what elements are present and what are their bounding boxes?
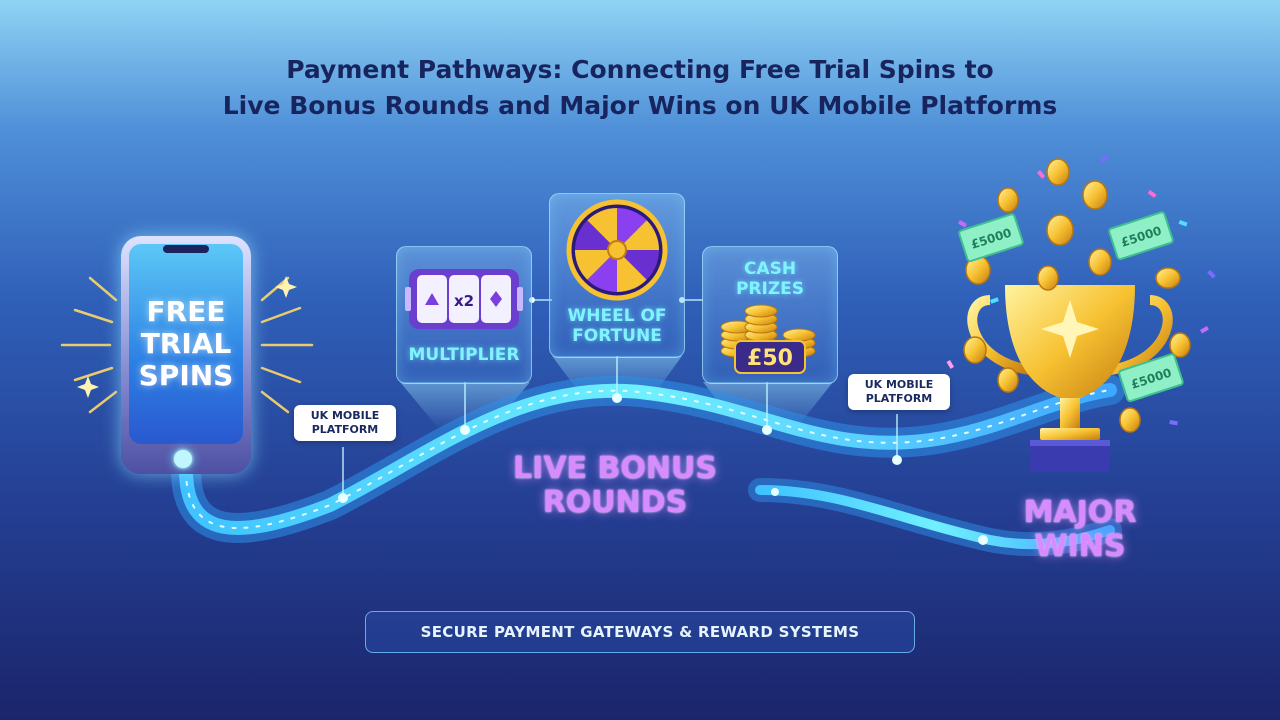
connector-lines <box>342 299 898 498</box>
sparkle-star-icon <box>77 376 99 398</box>
major-wins-line-1: MAJOR <box>1023 495 1137 530</box>
banknote-icon: £5000 <box>958 213 1024 263</box>
phone-light-rays <box>60 276 314 414</box>
free-trial-spins-line-2: TRIAL <box>140 327 232 360</box>
phone-screen: FREE TRIAL SPINS <box>129 244 243 444</box>
wheel-of-fortune-card: WHEEL OF FORTUNE <box>549 193 685 358</box>
cash-label-line-1: CASH <box>743 259 797 279</box>
multiplier-reel-text: x2 <box>454 292 474 310</box>
page-title: Payment Pathways: Connecting Free Trial … <box>140 52 1140 124</box>
free-trial-spins-line-3: SPINS <box>138 359 234 392</box>
fortune-wheel-icon <box>566 199 668 301</box>
uk-mobile-platform-tag-right: UK MOBILE PLATFORM <box>848 374 950 410</box>
coin-stack-icon: £50 <box>720 304 816 374</box>
multiplier-card: x2 MULTIPLIER <box>396 246 532 384</box>
major-wins-label: MAJOR WINS <box>1000 496 1160 564</box>
cash-label-line-2: PRIZES <box>735 279 805 299</box>
path-nodes <box>338 297 988 545</box>
wheel-of-fortune-label: WHEEL OF FORTUNE <box>550 306 684 346</box>
banknote-icon: £5000 <box>1108 211 1174 261</box>
trophy-icon <box>967 285 1173 472</box>
mobile-phone: FREE TRIAL SPINS <box>121 236 251 474</box>
multiplier-label: MULTIPLIER <box>408 345 520 365</box>
live-bonus-line-1: LIVE BONUS <box>513 451 717 486</box>
free-trial-spins-line-1: FREE <box>146 295 226 328</box>
gold-coin-icons <box>963 158 1191 433</box>
uk-mobile-platform-tag-left: UK MOBILE PLATFORM <box>294 405 396 441</box>
sparkle-star-icon <box>275 276 297 298</box>
tag-left-line-1: UK MOBILE <box>310 409 380 422</box>
major-wins-line-2: WINS <box>1034 529 1126 564</box>
slot-reels-icon: x2 <box>405 269 523 329</box>
title-line-2: Live Bonus Rounds and Major Wins on UK M… <box>222 91 1058 120</box>
cash-prizes-card: CASH PRIZES £50 <box>702 246 838 384</box>
wheel-label-line-2: FORTUNE <box>572 326 662 346</box>
phone-notch <box>163 245 209 253</box>
tag-left-line-2: PLATFORM <box>311 423 379 436</box>
tag-right-line-2: PLATFORM <box>865 392 933 405</box>
cash-prizes-label: CASH PRIZES <box>703 259 837 299</box>
secure-payment-banner: SECURE PAYMENT GATEWAYS & REWARD SYSTEMS <box>365 611 915 653</box>
banknote-icon: £5000 <box>1118 353 1184 403</box>
phone-home-button <box>174 450 192 468</box>
payment-pathway <box>171 375 1125 557</box>
live-bonus-line-2: ROUNDS <box>542 485 688 520</box>
live-bonus-rounds-label: LIVE BONUS ROUNDS <box>490 452 740 520</box>
wheel-label-line-1: WHEEL OF <box>567 306 667 326</box>
cash-amount: £50 <box>747 346 793 371</box>
title-line-1: Payment Pathways: Connecting Free Trial … <box>286 55 994 84</box>
tag-right-line-1: UK MOBILE <box>864 378 934 391</box>
